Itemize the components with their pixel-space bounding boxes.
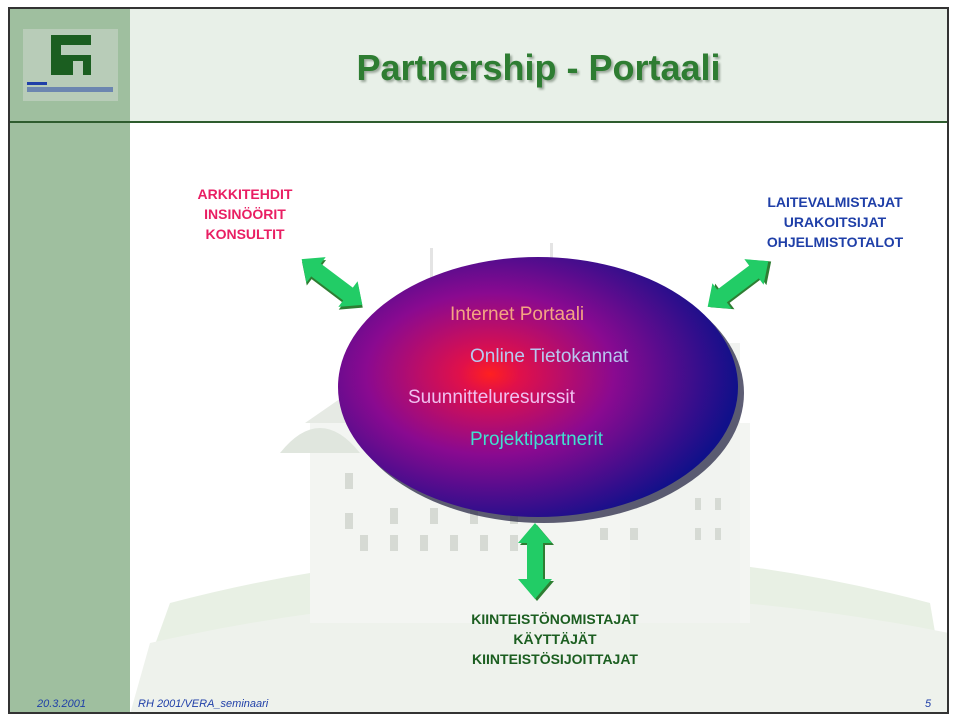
group-designers: ARKKITEHDIT INSINÖÖRIT KONSULTIT xyxy=(165,184,325,244)
title-divider xyxy=(10,121,947,123)
group-suppliers-line: URAKOITSIJAT xyxy=(783,214,887,230)
group-designers-line: INSINÖÖRIT xyxy=(204,206,286,222)
group-designers-line: KONSULTIT xyxy=(205,226,285,242)
slide-frame: Partnership - Portaali xyxy=(8,7,949,714)
portal-item-online-tietokannat: Online Tietokannat xyxy=(470,346,629,367)
group-owners-line: KIINTEISTÖSIJOITTAJAT xyxy=(472,651,638,667)
arrow-top-right-icon xyxy=(707,259,772,310)
group-suppliers-line: OHJELMISTOTALOT xyxy=(766,234,904,250)
group-suppliers-line: LAITEVALMISTAJAT xyxy=(767,194,903,210)
sidebar xyxy=(10,9,130,712)
group-owners-line: KÄYTTÄJÄT xyxy=(513,631,597,647)
footer-source: RH 2001/VERA_seminaari xyxy=(138,698,269,710)
page-title: Partnership - Portaali xyxy=(356,47,721,88)
arrow-top-left-icon xyxy=(301,257,363,310)
group-owners-line: KIINTEISTÖNOMISTAJAT xyxy=(471,611,639,627)
group-designers-line: ARKKITEHDIT xyxy=(197,186,293,202)
company-logo xyxy=(23,29,118,101)
group-owners: KIINTEISTÖNOMISTAJAT KÄYTTÄJÄT KIINTEIST… xyxy=(430,609,680,669)
footer-page-number: 5 xyxy=(925,698,932,710)
arrow-bottom-icon xyxy=(518,523,554,601)
portal-item-suunnitteluresurssit: Suunnitteluresurssit xyxy=(408,387,575,408)
title-bar xyxy=(130,9,947,121)
footer-date: 20.3.2001 xyxy=(37,698,86,710)
portal-ellipse xyxy=(338,257,744,523)
portal-item-projektipartnerit: Projektipartnerit xyxy=(470,429,604,450)
portal-item-internet-portaali: Internet Portaali xyxy=(450,304,585,325)
group-suppliers: LAITEVALMISTAJAT URAKOITSIJAT OHJELMISTO… xyxy=(730,192,940,252)
